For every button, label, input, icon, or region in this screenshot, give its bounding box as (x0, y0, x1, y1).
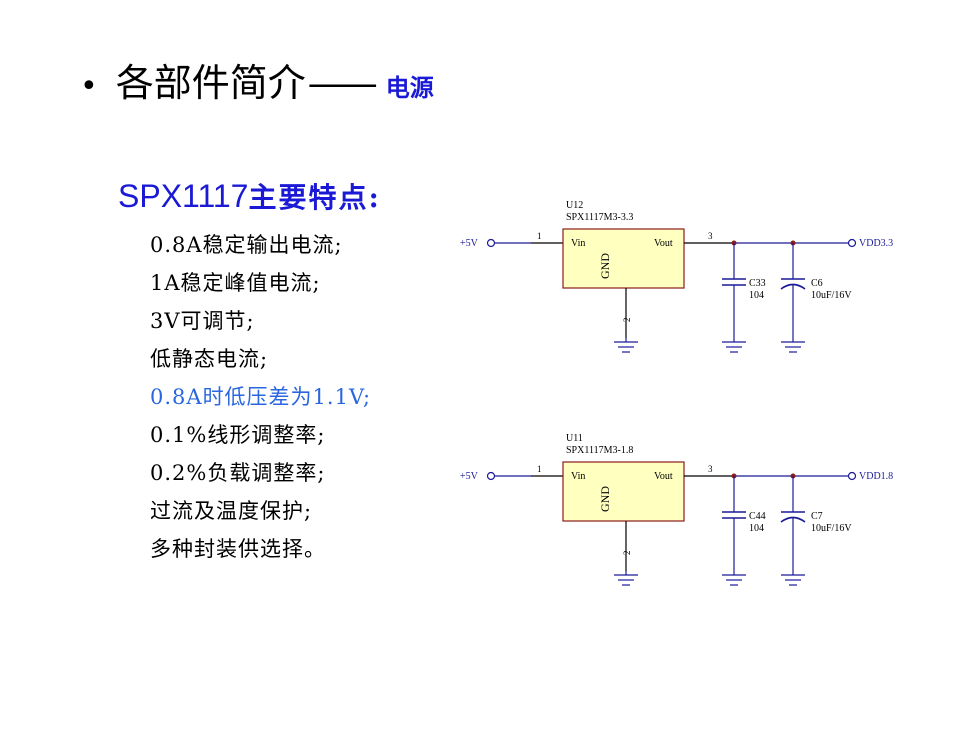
input-net-label: +5V (460, 238, 479, 249)
input-port-icon (486, 471, 496, 481)
component-part: SPX1117M3-3.3 (566, 212, 633, 223)
ground-icon (781, 338, 805, 353)
pin-vin-label: Vin (571, 238, 585, 249)
pin1-number: 1 (537, 231, 542, 241)
feature-item: 低静态电流; (150, 347, 269, 371)
ground-icon (781, 571, 805, 586)
component-part: SPX1117M3-1.8 (566, 445, 633, 456)
feature-item: 多种封装供选择。 (150, 537, 326, 561)
cap1-value: 104 (749, 523, 764, 534)
pin2-number: 2 (622, 551, 632, 556)
pin-vout-label: Vout (654, 238, 673, 249)
pin1-number: 1 (537, 464, 542, 474)
cap1-value: 104 (749, 290, 764, 301)
regulator-block-u12: U12 SPX1117M3-3.3 +5V 1 Vin Vout GND 3 V… (460, 200, 893, 353)
regulator-block-u11: U11 SPX1117M3-1.8 +5V 1 Vin Vout GND 3 V… (460, 433, 893, 586)
ground-icon (614, 571, 638, 586)
cap1-ref: C44 (749, 511, 766, 522)
cap1-ref: C33 (749, 278, 766, 289)
feature-item-highlighted: 0.8A时低压差为1.1V; (150, 385, 372, 409)
pin2-number: 2 (622, 318, 632, 323)
heading-text: 主要特点: (248, 181, 381, 214)
output-net-label: VDD3.3 (859, 238, 893, 249)
cap2-ref: C6 (811, 278, 823, 289)
title-subtitle: 电源 (385, 73, 434, 102)
pin3-number: 3 (708, 464, 713, 474)
features-heading: SPX1117主要特点: (118, 176, 381, 216)
feature-item: 0.8A稳定输出电流; (150, 233, 343, 257)
pin-vin-label: Vin (571, 471, 585, 482)
title-bullet: • (80, 69, 98, 104)
regulator-body (562, 228, 685, 289)
feature-list: 0.8A稳定输出电流; 1A稳定峰值电流; 3V可调节; 低静态电流; 0.8A… (150, 226, 371, 568)
feature-item: 3V可调节; (150, 309, 255, 333)
heading-model: SPX1117 (118, 178, 249, 214)
pin3-number: 3 (708, 231, 713, 241)
input-port-icon (486, 238, 496, 248)
ground-icon (722, 338, 746, 353)
cap2-ref: C7 (811, 511, 823, 522)
title-main-text: 各部件简介 (115, 61, 306, 105)
input-net-label: +5V (460, 471, 479, 482)
cap2-curved-plate-icon (780, 283, 806, 290)
pin-vout-label: Vout (654, 471, 673, 482)
cap2-curved-plate-icon (780, 516, 806, 523)
ground-icon (614, 338, 638, 353)
feature-item: 0.2%负载调整率; (150, 461, 326, 485)
title-dash: —— (307, 61, 378, 105)
output-port-icon (847, 471, 857, 481)
regulator-body (562, 461, 685, 522)
feature-item: 0.1%线形调整率; (150, 423, 326, 447)
feature-item: 1A稳定峰值电流; (150, 271, 321, 295)
output-port-icon (847, 238, 857, 248)
output-net-label: VDD1.8 (859, 471, 893, 482)
cap2-value: 10uF/16V (811, 523, 852, 534)
slide-title: • 各部件简介 —— 电源 (80, 52, 434, 107)
cap2-value: 10uF/16V (811, 290, 852, 301)
pin-gnd-label: GND (598, 486, 612, 512)
ground-icon (722, 571, 746, 586)
component-ref: U11 (566, 433, 583, 444)
pin-gnd-label: GND (598, 253, 612, 279)
component-ref: U12 (566, 200, 583, 211)
feature-item: 过流及温度保护; (150, 499, 313, 523)
